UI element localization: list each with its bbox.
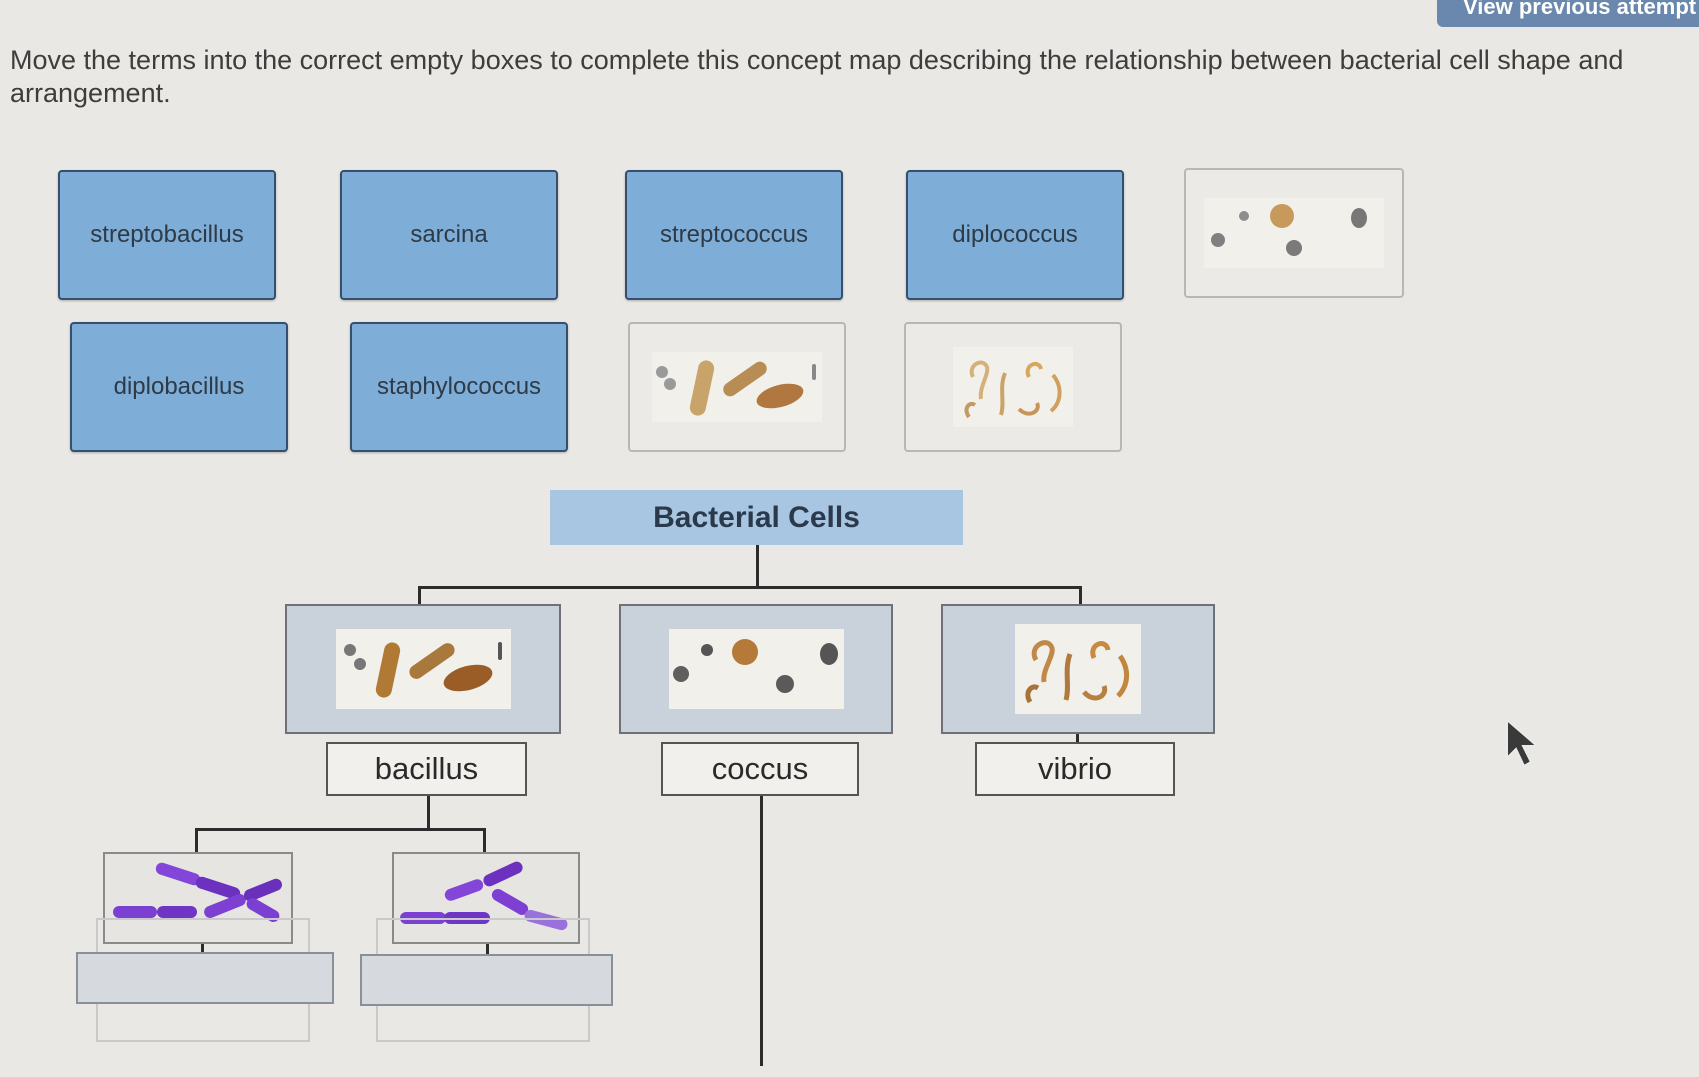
connector xyxy=(760,796,763,1066)
instructions-text: Move the terms into the correct empty bo… xyxy=(10,45,1624,108)
label-bacillus: bacillus xyxy=(326,742,527,796)
connector xyxy=(418,586,421,606)
term-diplococcus[interactable]: diplococcus xyxy=(906,170,1124,300)
connector xyxy=(418,586,1082,589)
diplobacillus-rods-icon xyxy=(113,862,282,922)
image-tile-bacillus[interactable] xyxy=(628,322,846,452)
vibrio-cells-icon xyxy=(1025,640,1129,704)
coccus-cells-icon xyxy=(672,639,838,693)
connector xyxy=(756,545,759,588)
arrow-cursor-icon xyxy=(1506,718,1540,768)
connector xyxy=(486,944,489,954)
connector xyxy=(1076,734,1079,742)
bacillus-cells-icon xyxy=(344,642,502,698)
concept-map-title: Bacterial Cells xyxy=(550,490,963,545)
term-streptococcus[interactable]: streptococcus xyxy=(625,170,843,300)
image-tile-vibrio[interactable] xyxy=(904,322,1122,452)
vibrio-cells-icon xyxy=(953,347,1073,427)
empty-drop-box-arrangement-1[interactable] xyxy=(76,952,334,1004)
connector xyxy=(201,944,204,954)
shape-box-coccus xyxy=(619,604,893,734)
arrangement-image-diplobacillus xyxy=(103,852,293,944)
label-coccus: coccus xyxy=(661,742,859,796)
term-staphylococcus[interactable]: staphylococcus xyxy=(350,322,568,452)
connector xyxy=(427,796,430,830)
coccus-cells-icon xyxy=(1204,198,1384,268)
term-sarcina[interactable]: sarcina xyxy=(340,170,558,300)
image-tile-coccus[interactable] xyxy=(1184,168,1404,298)
bacillus-cells-icon xyxy=(652,352,822,422)
connector xyxy=(195,828,198,854)
connector xyxy=(483,828,486,854)
shape-box-bacillus xyxy=(285,604,561,734)
connector xyxy=(195,828,485,831)
empty-drop-box-arrangement-2[interactable] xyxy=(360,954,613,1006)
term-streptobacillus[interactable]: streptobacillus xyxy=(58,170,276,300)
term-diplobacillus[interactable]: diplobacillus xyxy=(70,322,288,452)
arrangement-image-streptobacillus xyxy=(392,852,580,944)
view-previous-attempt-button[interactable]: View previous attempt xyxy=(1437,0,1699,27)
shape-box-vibrio xyxy=(941,604,1215,734)
connector xyxy=(1079,586,1082,606)
label-vibrio: vibrio xyxy=(975,742,1175,796)
